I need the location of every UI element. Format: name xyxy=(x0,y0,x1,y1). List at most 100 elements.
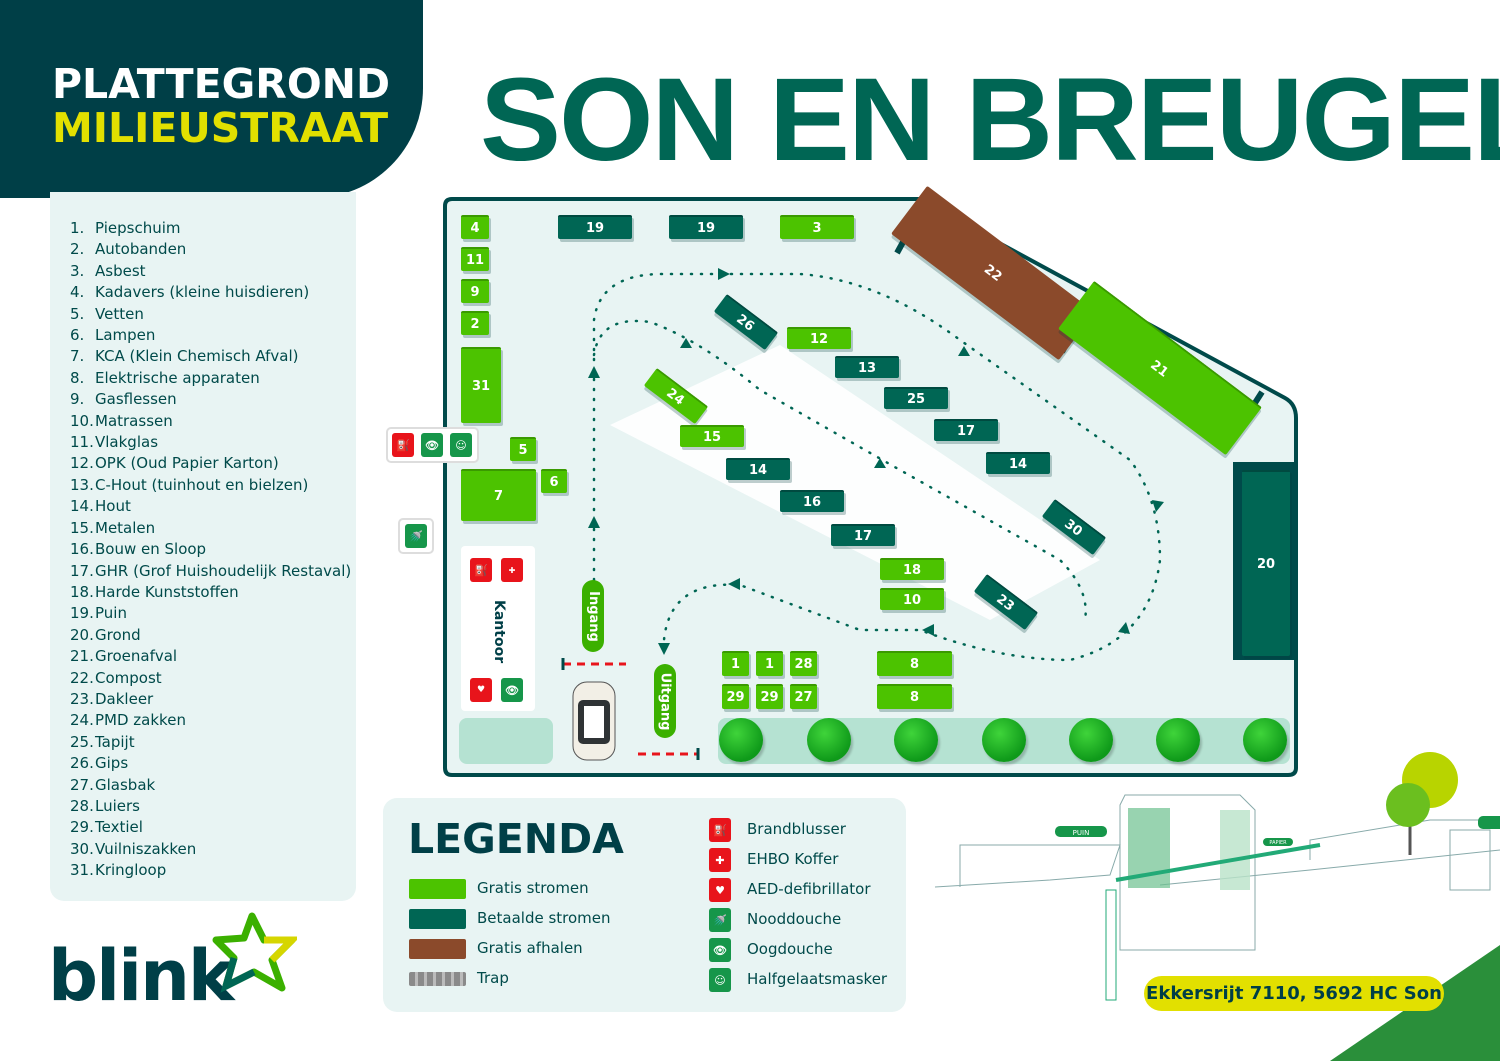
stream-number: 4. xyxy=(70,283,85,302)
stream-list-item: 11.Vlakglas xyxy=(70,432,351,453)
tree-icon xyxy=(807,718,851,762)
legend-swatch xyxy=(409,939,466,959)
stream-number: 12. xyxy=(70,454,94,473)
stream-list-item: 14.Hout xyxy=(70,496,351,517)
tree-icon xyxy=(894,718,938,762)
bay-label: 19 xyxy=(696,220,716,236)
stream-number: 24. xyxy=(70,711,94,730)
stream-label: Piepschuim xyxy=(95,219,181,237)
half-mask-icon: ☺ xyxy=(709,968,731,992)
stream-number: 11. xyxy=(70,433,94,452)
bay-label: 16 xyxy=(802,494,822,510)
legend-label: Trap xyxy=(477,969,509,987)
bay-12: 12 xyxy=(787,327,851,349)
stream-number: 14. xyxy=(70,497,94,516)
entrance-marker: Ingang xyxy=(582,580,604,652)
stream-label: Dakleer xyxy=(95,689,154,708)
bay-label: 17 xyxy=(853,528,873,544)
bay-14: 14 xyxy=(726,458,790,480)
stream-list-item: 27.Glasbak xyxy=(70,775,351,796)
bay-7: 7 xyxy=(461,469,536,521)
stream-number: 8. xyxy=(70,368,85,387)
bay-label: 21 xyxy=(1147,357,1172,381)
stream-number: 31. xyxy=(70,861,94,880)
stream-list-item: 20.Grond xyxy=(70,625,351,646)
stream-label: Grond xyxy=(95,625,141,644)
bay-9: 9 xyxy=(461,279,489,303)
bay-5: 5 xyxy=(510,437,536,461)
stream-label: Asbest xyxy=(95,261,146,280)
traffic-route xyxy=(592,272,1162,662)
stream-list-item: 2.Autobanden xyxy=(70,239,351,260)
stream-list-item: 31.Kringloop xyxy=(70,860,351,881)
stream-list-item: 6.Lampen xyxy=(70,325,351,346)
route-arrows xyxy=(588,268,1164,655)
stream-number: 16. xyxy=(70,540,94,559)
stream-list-item: 13.C-Hout (tuinhout en bielzen) xyxy=(70,475,351,496)
car-icon xyxy=(572,681,616,761)
stream-label: GHR (Grof Huishoudelijk Restaval) xyxy=(95,561,352,580)
legend-swatch xyxy=(409,972,466,986)
stream-number: 27. xyxy=(70,775,94,794)
address-badge: Ekkersrijt 7110, 5692 HC Son xyxy=(1144,976,1444,1011)
stream-number: 26. xyxy=(70,754,94,773)
stream-list-item: 23.Dakleer xyxy=(70,689,351,710)
stream-list-item: 19.Puin xyxy=(70,603,351,624)
office-label: Kantoor xyxy=(491,600,507,664)
bay-label: 31 xyxy=(471,378,491,394)
bay-label: 20 xyxy=(1256,556,1276,572)
bay-label: 25 xyxy=(906,391,926,407)
bay-label: 29 xyxy=(726,690,745,705)
bay-11: 11 xyxy=(461,247,489,271)
barrier-post xyxy=(1105,889,1117,1001)
header-block xyxy=(0,0,423,198)
fire-extinguisher-icon: ⛽ xyxy=(709,818,731,842)
bay-8: 8 xyxy=(877,684,952,709)
bay-13: 13 xyxy=(835,356,899,378)
stream-list-item: 26.Gips xyxy=(70,753,351,774)
stream-label: Gips xyxy=(95,754,129,773)
bay-label: 27 xyxy=(794,690,813,705)
stream-number: 28. xyxy=(70,796,94,815)
legend-label: Nooddouche xyxy=(747,910,842,928)
bay-8: 8 xyxy=(877,651,952,676)
bay-label: 22 xyxy=(981,261,1005,285)
legend-title: LEGENDA xyxy=(408,815,624,863)
bay-3: 3 xyxy=(780,215,854,239)
bay-17: 17 xyxy=(934,419,998,441)
stream-list-item: 8.Elektrische apparaten xyxy=(70,368,351,389)
bay-1: 1 xyxy=(756,651,783,676)
legend-label: Halfgelaatsmasker xyxy=(747,970,888,988)
stream-number: 22. xyxy=(70,668,94,687)
stream-list-item: 17.GHR (Grof Huishoudelijk Restaval) xyxy=(70,561,351,582)
bay-15: 15 xyxy=(680,425,744,447)
bay-label: 15 xyxy=(702,429,722,445)
bay-label: 5 xyxy=(518,442,528,458)
fire-extinguisher-icon: ⛽ xyxy=(392,433,414,457)
legend-swatch xyxy=(409,909,466,929)
stream-list-item: 1.Piepschuim xyxy=(70,218,351,239)
office-building xyxy=(461,546,535,711)
eye-shower-icon: 👁 xyxy=(421,433,443,457)
stream-list-item: 3.Asbest xyxy=(70,261,351,282)
tree-icon xyxy=(1243,718,1287,762)
stream-number: 23. xyxy=(70,689,94,708)
stream-label: Luiers xyxy=(95,796,140,815)
aed-icon: ♥ xyxy=(709,878,731,902)
blink-logo: blink xyxy=(48,935,234,1017)
stream-list-item: 24.PMD zakken xyxy=(70,710,351,731)
stream-label: OPK (Oud Papier Karton) xyxy=(95,454,279,473)
stream-label: Vetten xyxy=(95,304,144,323)
eye-shower-icon: 👁 xyxy=(501,678,523,702)
tree-green xyxy=(1386,783,1430,827)
location-title: SON EN BREUGEL xyxy=(480,54,1500,186)
stream-number: 15. xyxy=(70,518,94,537)
stream-label: Tapijt xyxy=(95,732,135,751)
green-area xyxy=(459,718,553,764)
stream-number: 5. xyxy=(70,304,85,323)
bay-label: 2 xyxy=(470,316,480,332)
barriers xyxy=(561,658,700,760)
stream-list-item: 15.Metalen xyxy=(70,518,351,539)
legend-panel xyxy=(383,798,906,1012)
bay-17: 17 xyxy=(831,524,895,546)
